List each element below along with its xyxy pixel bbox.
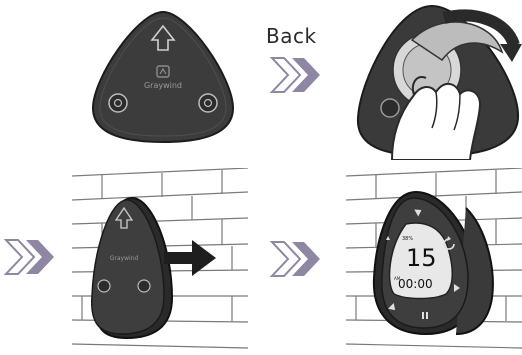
device-back-panel: Graywind — [88, 8, 238, 148]
screw-hole-icon — [381, 99, 399, 117]
timer-front-panel: 38% 15 AM 00:00 — [346, 168, 522, 352]
brand-label: Graywind — [144, 81, 182, 90]
peel-adhesive-panel — [352, 0, 522, 160]
display-big-number: 15 — [406, 244, 437, 272]
chevron-double-icon — [4, 238, 60, 276]
screw-hole-icon — [98, 280, 110, 292]
display-bottom-number: 00:00 — [398, 277, 433, 291]
screw-hole-icon — [199, 94, 217, 112]
display-top-small: 38% — [402, 236, 413, 242]
screw-hole-icon — [109, 94, 127, 112]
chevron-double-icon — [270, 240, 326, 278]
chevron-double-icon — [270, 56, 326, 94]
wall-mount-panel: Graywind — [72, 168, 248, 352]
back-label: Back — [266, 24, 317, 48]
brand-label: Graywind — [110, 255, 139, 262]
screw-hole-icon — [138, 280, 150, 292]
